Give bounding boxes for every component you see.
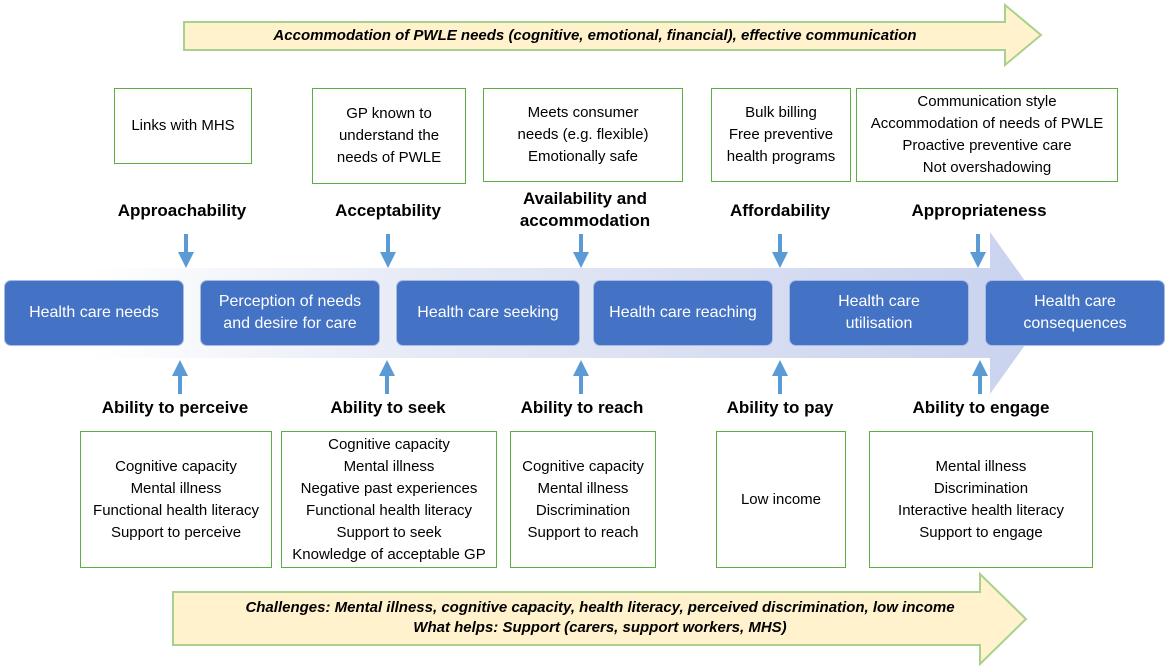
approachability-box: Links with MHS [114, 88, 252, 164]
box-item: Meets consumer needs (e.g. flexible) [517, 104, 649, 143]
ability-to-reach-box: Cognitive capacity Mental illness Discri… [510, 431, 656, 568]
box-item: Free preventive health programs [726, 126, 836, 165]
box-item: Proactive preventive care [902, 137, 1072, 154]
box-item: Mental illness [537, 479, 629, 497]
availability-box: Meets consumer needs (e.g. flexible) Emo… [483, 88, 683, 182]
affordability-box: Bulk billing Free preventive health prog… [711, 88, 851, 182]
box-item: GP known to understand the needs of PWLE [336, 105, 442, 166]
approachability-label: Approachability [117, 201, 247, 220]
box-item: Support to engage [919, 523, 1043, 541]
box-item: Negative past experiences [300, 479, 478, 497]
acceptability-box: GP known to understand the needs of PWLE [312, 88, 466, 184]
ability-to-pay-box: Low income [716, 431, 846, 568]
box-item: Mental illness [343, 457, 435, 475]
up-arrow [772, 360, 788, 394]
bottom-banner-text: Challenges: Mental illness, cognitive ca… [180, 598, 1020, 638]
availability-label: Availability and accommodation [519, 189, 651, 230]
down-arrow [380, 234, 396, 268]
box-item: Bulk billing [745, 104, 817, 121]
top-banner-arrow [183, 2, 1043, 68]
box-item: Support to reach [527, 523, 639, 541]
up-arrow [172, 360, 188, 394]
up-arrow [972, 360, 988, 394]
what-helps-line: What helps: Support (carers, support wor… [413, 619, 787, 636]
top-banner-text: Accommodation of PWLE needs (cognitive, … [273, 27, 917, 44]
ability-to-engage-box: Mental illness Discrimination Interactiv… [869, 431, 1093, 568]
ability-to-perceive-box: Cognitive capacity Mental illness Functi… [80, 431, 272, 568]
stage-health-care-consequences: Health care consequences [985, 280, 1165, 346]
challenges-line: Challenges: Mental illness, cognitive ca… [245, 599, 955, 616]
appropriateness-box: Communication style Accommodation of nee… [856, 88, 1118, 182]
box-item: Cognitive capacity [328, 435, 450, 453]
box-item: Cognitive capacity [115, 457, 237, 475]
box-item: Support to seek [336, 523, 442, 541]
stage-health-care-reaching: Health care reaching [593, 280, 773, 346]
up-arrow [379, 360, 395, 394]
ability-to-seek-box: Cognitive capacity Mental illness Negati… [281, 431, 497, 568]
box-item: Discrimination [933, 479, 1029, 497]
box-item: Knowledge of acceptable GP [292, 545, 486, 563]
down-arrow [178, 234, 194, 268]
stage-health-care-utilisation: Health care utilisation [789, 280, 969, 346]
down-arrow [772, 234, 788, 268]
box-item: Mental illness [130, 479, 222, 497]
box-item: Low income [740, 490, 822, 508]
box-item: Interactive health literacy [898, 501, 1064, 519]
appropriateness-label: Appropriateness [911, 201, 1047, 220]
ability-to-perceive-label: Ability to perceive [101, 398, 249, 417]
down-arrow [970, 234, 986, 268]
ability-to-seek-label: Ability to seek [330, 398, 446, 417]
box-item: Mental illness [935, 457, 1027, 475]
ability-to-reach-label: Ability to reach [520, 398, 644, 417]
box-item: Discrimination [535, 501, 631, 519]
stage-health-care-needs: Health care needs [4, 280, 184, 346]
down-arrow [573, 234, 589, 268]
box-item: Not overshadowing [922, 159, 1052, 176]
acceptability-label: Acceptability [335, 201, 441, 220]
bottom-banner-arrow [172, 571, 1028, 667]
ability-to-pay-label: Ability to pay [726, 398, 834, 417]
ability-to-engage-label: Ability to engage [912, 398, 1050, 417]
box-item: Support to perceive [110, 523, 242, 541]
box-item: Functional health literacy [306, 501, 472, 519]
box-item: Links with MHS [131, 117, 235, 134]
box-item: Cognitive capacity [522, 457, 644, 475]
box-item: Accommodation of needs of PWLE [870, 115, 1104, 132]
affordability-label: Affordability [729, 201, 831, 220]
box-item: Functional health literacy [93, 501, 259, 519]
box-item: Communication style [917, 93, 1057, 110]
box-item: Emotionally safe [527, 148, 639, 165]
stage-perception-of-needs: Perception of needs and desire for care [200, 280, 380, 346]
up-arrow [573, 360, 589, 394]
stage-health-care-seeking: Health care seeking [396, 280, 580, 346]
